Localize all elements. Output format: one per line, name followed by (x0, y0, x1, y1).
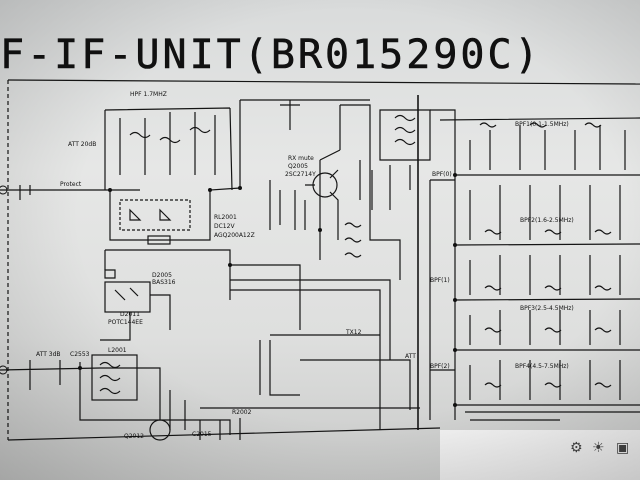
c2015-label: C2015 (192, 431, 212, 438)
d2005-part-label: BAS316 (152, 279, 176, 286)
bpf-a-label: BPF(1) (430, 277, 450, 284)
q2005-part-label: 2SC2714Y (285, 171, 316, 178)
bpf-b-label: BPF(2) (430, 363, 450, 370)
att-top-label: ATT 20dB (68, 141, 96, 148)
bpf1-label: BPF1(0.1-1.5MHz) (515, 121, 569, 128)
l2001-label: L2001 (108, 347, 127, 354)
d2011-label: D2011 (120, 311, 140, 318)
r2002-label: R2002 (232, 409, 252, 416)
sun-icon[interactable]: ☀ (592, 440, 605, 456)
att-bottom-label: ATT 3dB (36, 351, 61, 358)
window-icon[interactable]: ▣ (616, 440, 630, 456)
d2005-label: D2005 (152, 272, 172, 279)
att-net-label: ATT (405, 353, 416, 360)
q2012-label: Q2012 (124, 433, 144, 440)
settings-icon[interactable]: ⚙ (570, 440, 583, 456)
rxmute-label: RX mute (288, 155, 314, 162)
q2005-label: Q2005 (288, 163, 308, 170)
relay-dc-label: DC12V (214, 223, 235, 230)
bpf4-label: BPF4(4.5-7.5MHz) (515, 363, 569, 370)
bpf0-label: BPF(0) (432, 171, 452, 178)
bpf3-label: BPF3(2.5-4.5MHz) (520, 305, 574, 312)
c2553-label: C2553 (70, 351, 90, 358)
tx12-label: TX12 (345, 329, 362, 336)
relay-label: RL2001 (214, 214, 237, 221)
relay-part-label: AGQ200A12Z (214, 232, 255, 239)
d2011-part-label: POTC144EE (108, 319, 143, 326)
protect-label: Protect (60, 181, 82, 188)
hpf-label: HPF 1.7MHZ (130, 91, 167, 98)
monitor-bezel-bottom: ⚙ ☀ ▣ (440, 430, 640, 480)
bpf2-label: BPF2(1.6-2.5MHz) (520, 217, 574, 224)
schematic-title: F-IF-UNIT(BR015290C) (0, 32, 542, 78)
